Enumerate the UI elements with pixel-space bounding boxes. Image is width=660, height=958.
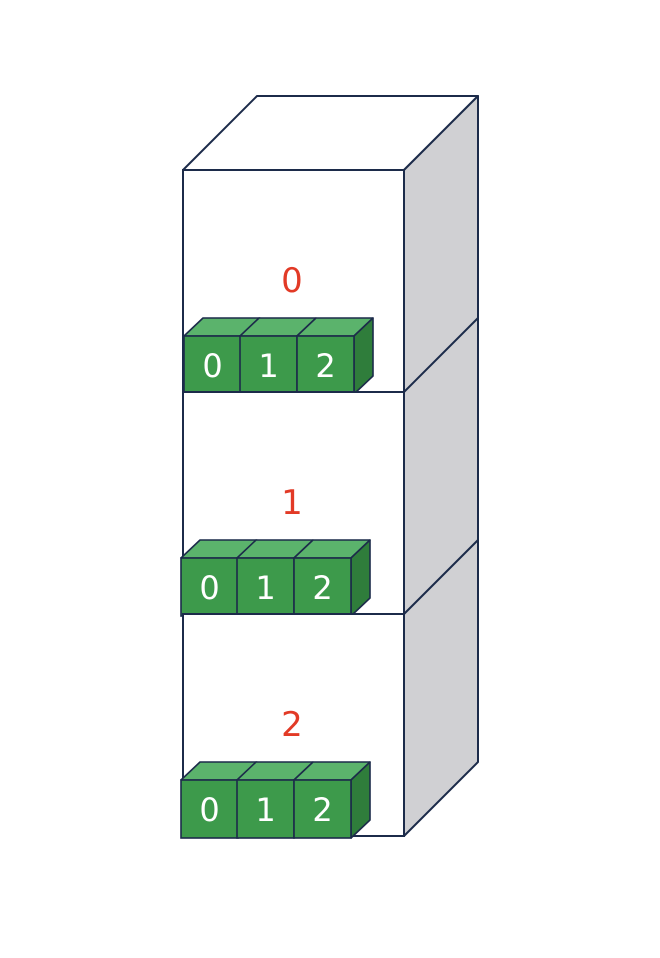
- element-cube-2: 2: [293, 761, 371, 839]
- element-cube-1: 1: [236, 539, 314, 617]
- block-index-label: 0: [281, 261, 303, 301]
- block-side-divider: [403, 539, 479, 615]
- stack-side-face: [403, 95, 479, 837]
- element-cube-label: 1: [255, 791, 275, 829]
- element-cube-0: 0: [180, 539, 258, 617]
- element-cube-front: [180, 779, 239, 839]
- element-cube-front: [180, 557, 239, 617]
- element-cube-label: 1: [258, 347, 278, 385]
- element-cube-label: 0: [199, 791, 219, 829]
- element-cube-front: [293, 779, 352, 839]
- element-cube-label: 1: [255, 569, 275, 607]
- element-cube-label: 0: [199, 569, 219, 607]
- block-index-label: 1: [281, 483, 303, 523]
- element-cube-0: 0: [180, 761, 258, 839]
- element-cube-front: [236, 557, 295, 617]
- element-cube-front: [236, 779, 295, 839]
- block-side-divider: [403, 317, 479, 393]
- element-cube-2: 2: [293, 539, 371, 617]
- block-index-label: 2: [281, 705, 303, 745]
- element-cube-label: 2: [312, 791, 332, 829]
- element-cube-2: 2: [296, 317, 374, 395]
- element-cube-front: [293, 557, 352, 617]
- element-cube-label: 2: [315, 347, 335, 385]
- element-cube-label: 2: [312, 569, 332, 607]
- element-cube-label: 0: [202, 347, 222, 385]
- element-cube-front: [296, 335, 355, 395]
